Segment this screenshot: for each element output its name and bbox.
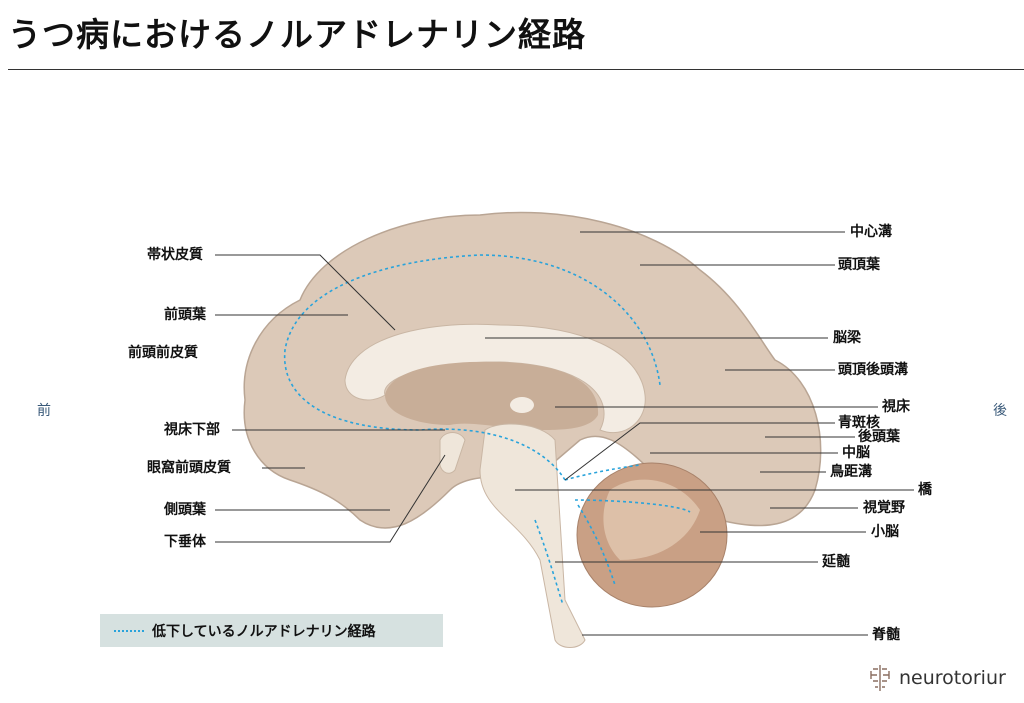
label-parieto-occipital-sulcus: 頭頂後頭溝 — [838, 362, 908, 378]
label-frontal-lobe: 前頭葉 — [164, 307, 206, 323]
label-midbrain: 中脳 — [842, 445, 870, 461]
direction-front: 前 — [37, 403, 51, 419]
brain-logo-icon — [870, 665, 890, 691]
logo: neurotoriur — [867, 663, 1006, 693]
label-occipital-lobe: 後頭葉 — [858, 429, 900, 445]
leader-lines — [215, 231, 914, 636]
label-medulla: 延髄 — [822, 554, 850, 570]
label-corpus-callosum: 脳梁 — [833, 330, 861, 346]
title-divider — [8, 69, 1024, 70]
corpus-callosum-shape — [344, 323, 646, 434]
label-locus-coeruleus: 青斑核 — [838, 415, 880, 431]
label-pons: 橋 — [918, 482, 932, 498]
brainstem-shape — [479, 423, 586, 648]
thalamus-shape — [385, 361, 599, 430]
label-visual-cortex: 視覚野 — [863, 500, 905, 516]
logo-text: neurotoriur — [899, 667, 1006, 689]
legend-label: 低下しているノルアドレナリン経路 — [152, 623, 376, 640]
label-calcarine-sulcus: 鳥距溝 — [830, 464, 872, 480]
label-temporal-lobe: 側頭葉 — [164, 502, 206, 518]
direction-back: 後 — [993, 403, 1007, 419]
label-pituitary: 下垂体 — [164, 534, 206, 550]
label-central-sulcus: 中心溝 — [850, 224, 892, 240]
noradrenaline-pathway — [283, 254, 691, 606]
label-prefrontal: 前頭前皮質 — [128, 345, 198, 361]
label-cerebellum: 小脳 — [871, 524, 899, 540]
label-spinal-cord: 脊髄 — [872, 627, 900, 643]
label-orbitofrontal: 眼窩前頭皮質 — [147, 460, 231, 476]
label-parietal-lobe: 頭頂葉 — [838, 257, 880, 273]
page-title: うつ病におけるノルアドレナリン経路 — [8, 15, 586, 54]
label-hypothalamus: 視床下部 — [164, 422, 220, 438]
legend: 低下しているノルアドレナリン経路 — [100, 614, 443, 647]
label-thalamus: 視床 — [882, 399, 910, 415]
dotted-line-icon — [114, 629, 144, 632]
label-cingulate: 帯状皮質 — [147, 247, 203, 263]
